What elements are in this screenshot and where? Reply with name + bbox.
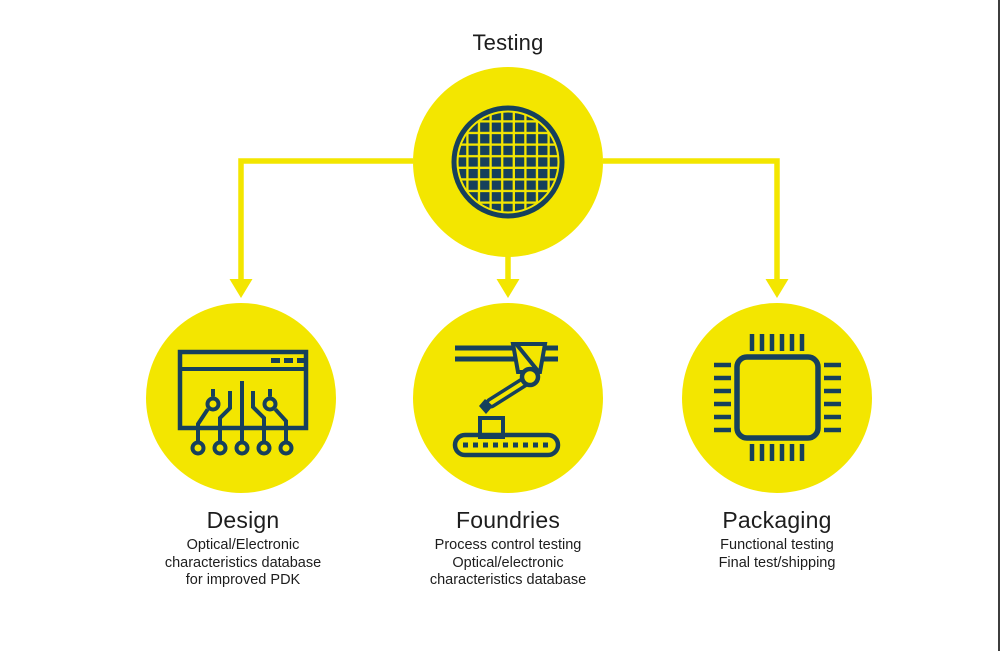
- arrowhead-right-icon: [765, 279, 789, 298]
- connector-right: [603, 158, 780, 281]
- chip-icon: [714, 334, 841, 461]
- packaging-node-circle: [682, 303, 872, 493]
- screenshot-right-border: [998, 0, 1000, 651]
- foundries-label-group: Foundries Process control testing Optica…: [398, 507, 618, 590]
- packaging-label: Packaging: [722, 507, 832, 533]
- robot-arm-icon: [452, 342, 561, 458]
- packaging-description: Functional testing Final test/shipping: [667, 537, 887, 572]
- browser-circuit-icon: [177, 349, 309, 456]
- connector-left: [238, 158, 413, 281]
- foundries-line: characteristics database: [429, 572, 587, 588]
- design-description: Optical/Electronic characteristics datab…: [133, 537, 353, 590]
- arrowhead-center-icon: [496, 279, 520, 298]
- foundries-node-circle: [413, 303, 603, 493]
- foundries-description: Process control testing Optical/electron…: [398, 537, 618, 590]
- design-line: Optical/Electronic: [186, 537, 300, 553]
- foundries-line: Process control testing: [434, 537, 582, 553]
- design-line: for improved PDK: [185, 572, 301, 588]
- design-label-group: Design Optical/Electronic characteristic…: [133, 507, 353, 590]
- foundries-label: Foundries: [455, 507, 561, 533]
- arrowhead-left-icon: [229, 279, 253, 298]
- wafer-icon: [451, 105, 565, 219]
- packaging-line: Final test/shipping: [718, 554, 836, 571]
- design-line: characteristics database: [164, 554, 322, 571]
- testing-label: Testing: [472, 30, 544, 55]
- packaging-line: Functional testing: [720, 537, 834, 553]
- design-label: Design: [206, 507, 280, 533]
- packaging-label-group: Packaging Functional testing Final test/…: [667, 507, 887, 572]
- design-node-circle: [146, 303, 336, 493]
- foundries-line: Optical/electronic: [452, 554, 564, 571]
- testing-node-circle: [413, 67, 603, 257]
